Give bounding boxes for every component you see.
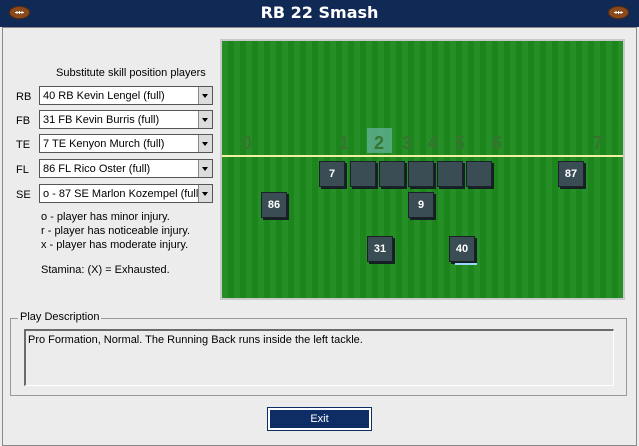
play-field: 0 1 2 3 4 5 6 7 7 87 86 9 31 40 bbox=[220, 39, 625, 300]
hole-highlight bbox=[367, 128, 392, 153]
rb-substitute-select[interactable]: 40 RB Kevin Lengel (full) bbox=[39, 86, 213, 105]
rb-substitute-value: 40 RB Kevin Lengel (full) bbox=[43, 90, 165, 102]
se-substitute-value: o - 87 SE Marlon Kozempel (full) bbox=[43, 188, 198, 200]
play-description-box: Pro Formation, Normal. The Running Back … bbox=[24, 329, 614, 386]
player-marker-te[interactable]: 7 bbox=[319, 161, 345, 187]
play-description-text: Pro Formation, Normal. The Running Back … bbox=[28, 334, 363, 346]
yard-number: 3 bbox=[402, 133, 413, 153]
legend-noticeable-injury: r - player has noticeable injury. bbox=[41, 225, 190, 237]
fb-substitute-value: 31 FB Kevin Burris (full) bbox=[43, 114, 160, 126]
yard-number: 6 bbox=[492, 133, 503, 153]
chevron-down-icon[interactable] bbox=[198, 111, 212, 128]
legend-stamina: Stamina: (X) = Exhausted. bbox=[41, 264, 170, 276]
chevron-down-icon[interactable] bbox=[198, 185, 212, 202]
ball-carrier-indicator bbox=[455, 263, 477, 265]
chevron-down-icon[interactable] bbox=[198, 135, 212, 152]
window-title: RB 22 Smash bbox=[260, 3, 379, 22]
yard-number: 0 bbox=[242, 133, 253, 153]
player-marker-se[interactable]: 87 bbox=[558, 161, 584, 187]
fl-substitute-value: 86 FL Rico Oster (full) bbox=[43, 163, 151, 175]
player-marker-rg[interactable] bbox=[437, 161, 463, 187]
te-substitute-value: 7 TE Kenyon Murch (full) bbox=[43, 138, 165, 150]
position-label-te: TE bbox=[16, 139, 31, 151]
play-description-label: Play Description bbox=[18, 311, 102, 323]
yard-number: 4 bbox=[428, 133, 439, 153]
yard-number: 5 bbox=[455, 133, 466, 153]
player-marker-fb[interactable]: 31 bbox=[367, 236, 393, 262]
position-label-se: SE bbox=[16, 189, 31, 201]
title-bar: RB 22 Smash bbox=[0, 0, 639, 27]
yard-number: 1 bbox=[339, 133, 350, 153]
player-marker-rb[interactable]: 40 bbox=[449, 236, 475, 262]
fl-substitute-select[interactable]: 86 FL Rico Oster (full) bbox=[39, 159, 213, 178]
player-marker-lg[interactable] bbox=[379, 161, 405, 187]
line-of-scrimmage bbox=[222, 155, 623, 157]
position-label-rb: RB bbox=[16, 91, 32, 103]
player-marker-qb[interactable]: 9 bbox=[408, 192, 434, 218]
player-marker-lt[interactable] bbox=[350, 161, 376, 187]
fb-substitute-select[interactable]: 31 FB Kevin Burris (full) bbox=[39, 110, 213, 129]
se-substitute-select[interactable]: o - 87 SE Marlon Kozempel (full) bbox=[39, 184, 213, 203]
position-label-fb: FB bbox=[16, 115, 31, 127]
yard-number: 7 bbox=[593, 133, 604, 153]
yard-number: 2 bbox=[374, 133, 385, 153]
position-label-fl: FL bbox=[16, 164, 29, 176]
te-substitute-select[interactable]: 7 TE Kenyon Murch (full) bbox=[39, 134, 213, 153]
player-marker-rt[interactable] bbox=[466, 161, 492, 187]
substitutes-heading: Substitute skill position players bbox=[56, 67, 206, 79]
legend-moderate-injury: x - player has moderate injury. bbox=[41, 239, 189, 251]
chevron-down-icon[interactable] bbox=[198, 160, 212, 177]
football-icon bbox=[9, 6, 30, 19]
exit-button[interactable]: Exit bbox=[267, 407, 372, 431]
player-marker-c[interactable] bbox=[408, 161, 434, 187]
play-description-group bbox=[10, 318, 627, 396]
football-icon bbox=[608, 6, 629, 19]
chevron-down-icon[interactable] bbox=[198, 87, 212, 104]
player-marker-fl[interactable]: 86 bbox=[261, 192, 287, 218]
legend-minor-injury: o - player has minor injury. bbox=[41, 211, 170, 223]
